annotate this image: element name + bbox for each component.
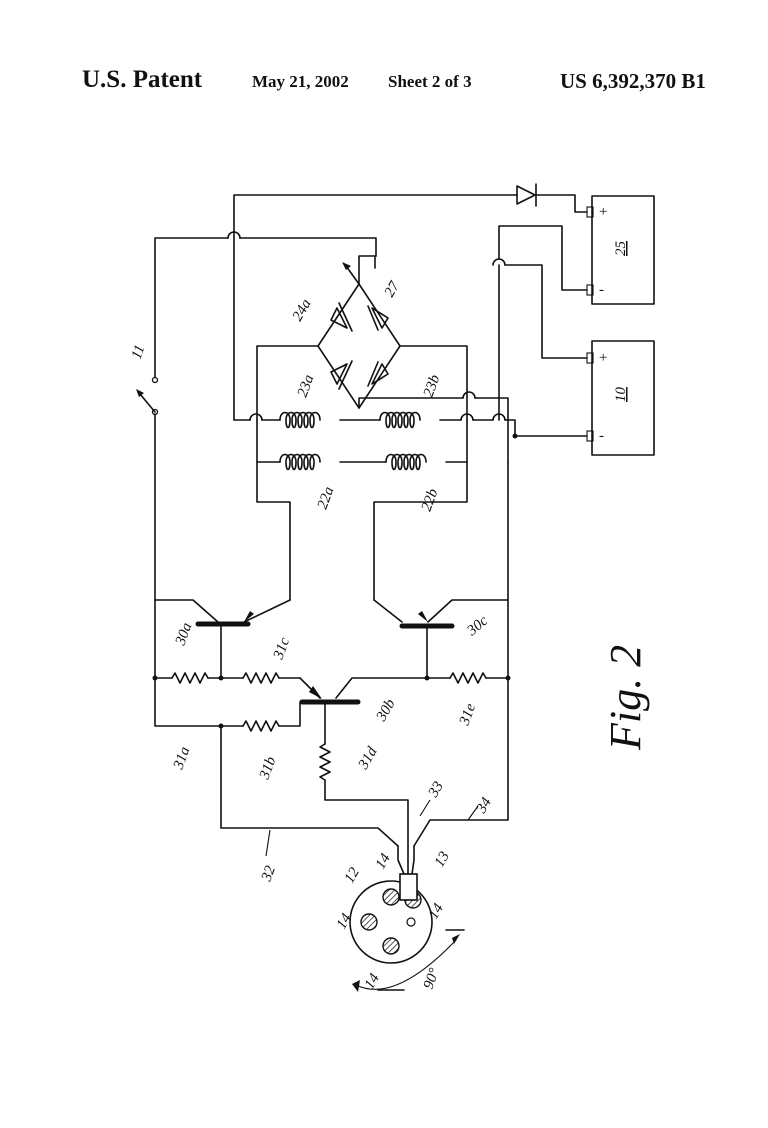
bridge-label: 24a <box>290 297 315 324</box>
resistor-31c-label: 31c <box>270 635 293 662</box>
switch-label: 11 <box>129 343 149 362</box>
battery-10-minus: - <box>599 428 604 444</box>
battery-10-plus: + <box>598 350 608 366</box>
battery-25-plus: + <box>598 204 608 220</box>
coil-23a-label: 23a <box>295 373 318 400</box>
magnet-label-left: 14 <box>334 911 356 932</box>
transistor-30b-label: 30b <box>373 696 399 725</box>
battery-10: + - 10 <box>586 340 655 456</box>
coil-22a-label: 22a <box>315 485 338 512</box>
patent-number: US 6,392,370 B1 <box>560 69 706 93</box>
sensor-label: 13 <box>432 849 453 870</box>
coils-23: 23a 23b <box>233 372 588 439</box>
battery-25: + - 25 <box>586 195 655 305</box>
resistor-31e-label: 31e <box>456 701 479 728</box>
resistor-31d-label: 31d <box>355 744 381 773</box>
wire-labels: 32 33 34 <box>258 779 495 884</box>
transistor-30a: 30a <box>154 599 291 679</box>
resistor-31b-label: 31b <box>256 754 279 782</box>
battery-25-label: 25 <box>613 241 629 257</box>
top-wiring <box>154 194 588 421</box>
output-27-label: 27 <box>382 278 404 300</box>
battery-10-label: 10 <box>613 387 629 403</box>
coils-22: 22a 22b <box>256 419 509 847</box>
resistor-network: 31a 31b 31c 31d 31e <box>152 599 511 847</box>
magnet-label-top: 14 <box>373 851 395 872</box>
transistor-30c-label: 30c <box>464 613 492 640</box>
switch-11: 11 <box>129 343 159 601</box>
magnet-bottom <box>382 937 400 955</box>
figure-caption: Fig. 2 <box>601 645 650 751</box>
wire-32-label: 32 <box>258 863 279 884</box>
diode-24b <box>516 183 537 207</box>
transistor-30b: 30b <box>299 677 428 745</box>
patent-date: May 21, 2002 <box>252 72 349 91</box>
transistor-30c: 30c <box>373 599 509 681</box>
coil-23b-label: 23b <box>421 372 444 399</box>
battery-25-minus: - <box>599 282 604 298</box>
resistor-31a-label: 31a <box>170 745 193 773</box>
page-header: U.S. Patent May 21, 2002 Sheet 2 of 3 US… <box>0 64 768 104</box>
wire-34-label: 34 <box>473 795 495 817</box>
magnet-label-right: 14 <box>426 901 448 922</box>
angle-label: 90° <box>421 966 443 991</box>
disk-label: 12 <box>342 865 364 886</box>
angle-indicator: 90° <box>352 929 465 992</box>
sensor-13 <box>399 873 418 901</box>
wire-33-label: 33 <box>425 779 447 801</box>
bridge-rectifier-24a: 24a <box>256 283 509 421</box>
sheet-number: Sheet 2 of 3 <box>388 72 472 91</box>
patent-label: U.S. Patent <box>82 66 203 93</box>
magnet-top <box>382 888 400 906</box>
coil-22b-label: 22b <box>419 486 442 513</box>
transistor-30a-label: 30a <box>172 621 195 649</box>
magnet-left <box>360 913 378 931</box>
